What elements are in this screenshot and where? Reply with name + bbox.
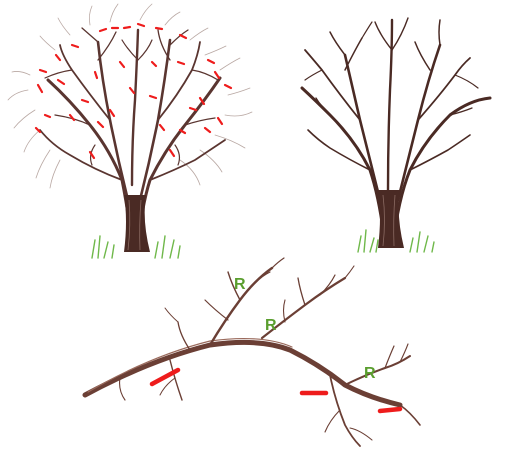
cut-mark-right: [380, 409, 400, 411]
renewal-label-right: R: [364, 365, 376, 382]
trunk: [124, 195, 150, 252]
branch-twigs: [85, 258, 420, 446]
tree-after-pruning: [302, 18, 490, 252]
tree-before-pruning: [8, 4, 252, 258]
renewal-label-top: R: [234, 276, 246, 293]
renewal-label-middle: R: [265, 317, 277, 334]
fine-twigs: [8, 4, 252, 188]
branch-detail: R R R: [85, 258, 420, 446]
